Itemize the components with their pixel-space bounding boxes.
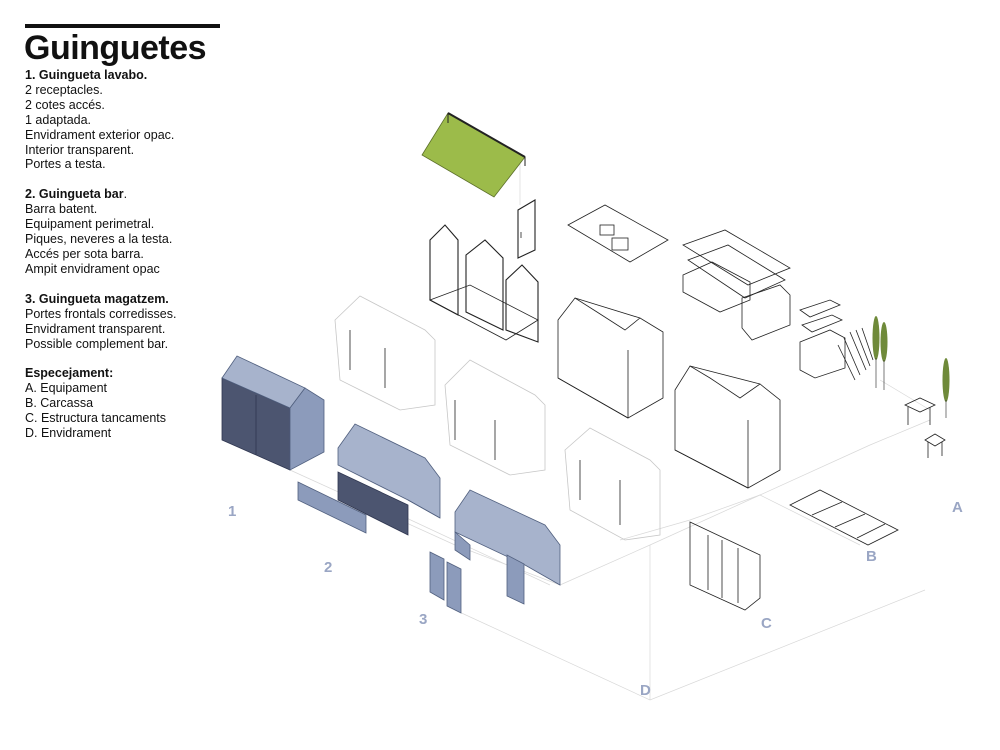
section-line: 2 cotes accés. (25, 97, 105, 112)
lavabo-carcass (429, 224, 539, 343)
section-heading-text: 2. Guingueta bar (25, 187, 124, 202)
section-line: 2 receptacles. (25, 82, 103, 97)
section-line: Interior transparent. (25, 142, 135, 157)
carcass-bar (557, 297, 664, 419)
section-line: D. Envidrament (25, 426, 112, 441)
section-bar: 2. Guingueta bar. Barra batent. Equipame… (25, 187, 255, 276)
section-line: 1 adaptada. (25, 112, 92, 127)
section-line: Portes a testa. (25, 157, 106, 172)
door-frame (689, 521, 761, 611)
section-heading: 2. Guingueta bar. (25, 187, 255, 202)
table-and-chair (904, 397, 946, 458)
label-a: A (952, 499, 963, 516)
section-line: C. Estructura tancaments (25, 411, 167, 426)
section-line: Envidrament transparent. (25, 321, 166, 336)
label-c: C (761, 615, 772, 632)
label-d: D (640, 682, 651, 699)
green-roof-panel (421, 112, 526, 198)
page-title: Guinguetes (24, 29, 207, 67)
label-3: 3 (419, 611, 427, 628)
section-line: Portes frontals corredisses. (25, 306, 177, 321)
guide-lines (289, 160, 931, 701)
section-line: Envidrament exterior opac. (25, 127, 175, 142)
section-line: Accés per sota barra. (25, 246, 144, 261)
roof-frame (789, 489, 899, 546)
section-line: Piques, neveres a la testa. (25, 232, 173, 247)
section-magatzem: 3. Guingueta magatzem. Portes frontals c… (25, 292, 255, 352)
section-heading: 1. Guingueta lavabo. (25, 68, 148, 82)
section-heading: 3. Guingueta magatzem. (25, 291, 169, 306)
label-2: 2 (324, 559, 332, 576)
tree-icons (872, 316, 950, 418)
equipment-pieces (567, 204, 846, 379)
ghost-structures (334, 295, 661, 541)
glazing-magatzem (429, 489, 561, 614)
section-line: Ampit envidrament opac (25, 261, 160, 276)
section-heading: Especejament: (25, 366, 114, 381)
section-line: Possible complement bar. (25, 336, 169, 351)
label-1: 1 (228, 503, 236, 520)
label-b: B (866, 548, 877, 565)
glazing-bar (337, 423, 441, 536)
carcass-magatzem (674, 365, 781, 489)
door-panel (517, 199, 536, 259)
section-especejament: Especejament: A. Equipament B. Carcassa … (25, 366, 255, 441)
section-lavabo: 1. Guingueta lavabo. 2 receptacles. 2 co… (25, 68, 255, 172)
section-line: Equipament perimetral. (25, 217, 155, 232)
railings-bundle (837, 327, 874, 381)
section-line: B. Carcassa (25, 396, 94, 411)
section-line: A. Equipament (25, 381, 107, 396)
legend-text: 1. Guingueta lavabo. 2 receptacles. 2 co… (25, 68, 255, 456)
section-line: Barra batent. (25, 202, 98, 217)
title-rule (25, 24, 220, 28)
glazing-lavabo (221, 355, 367, 534)
section-heading-suffix: . (123, 187, 128, 202)
